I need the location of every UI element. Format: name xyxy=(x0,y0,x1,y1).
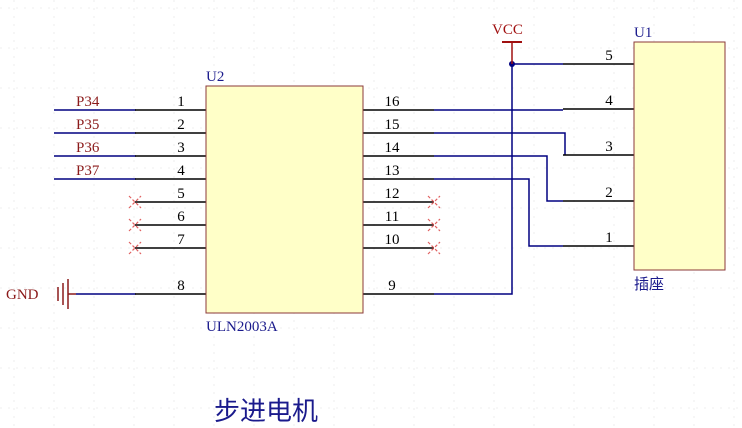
u2-pin-number: 11 xyxy=(385,209,399,225)
wire-ot2 xyxy=(434,132,566,155)
wire-com xyxy=(434,64,513,295)
u2-pin-number: 6 xyxy=(177,209,185,225)
net-label-P36: P36 xyxy=(76,140,100,156)
u1-body xyxy=(633,41,726,271)
u2-pin-number: 3 xyxy=(177,140,185,156)
u2-pin-number: 2 xyxy=(177,117,185,133)
u1-pin-number: 2 xyxy=(605,185,613,201)
no-connect-marker xyxy=(427,218,441,232)
u2-pin-number: 12 xyxy=(385,186,400,202)
u2-pin-number: 14 xyxy=(385,140,401,156)
u2-pin-number: 8 xyxy=(177,278,185,294)
vcc-label: VCC xyxy=(492,22,523,38)
u1-pin-number: 1 xyxy=(605,230,613,246)
u2-designator: U2 xyxy=(206,69,224,85)
wire-ot4 xyxy=(434,178,563,247)
net-label-P34: P34 xyxy=(76,94,100,110)
no-connect-marker xyxy=(427,241,441,255)
no-connect-marker xyxy=(128,195,142,209)
u1-pin-number: 4 xyxy=(605,93,613,109)
gnd-symbol: GND xyxy=(6,279,76,309)
u1-designator: U1 xyxy=(634,25,652,41)
u2-pin-number: 10 xyxy=(385,232,400,248)
u2-body xyxy=(205,85,364,314)
no-connect-marker xyxy=(427,195,441,209)
u1-part-name: 插座 xyxy=(634,275,664,293)
dynamic-layer: 1IN12IN23IN34IN45IN56IN67IN78GND16OT115O… xyxy=(76,48,683,303)
diagram-caption: 步进电机 xyxy=(214,397,318,427)
net-label-P37: P37 xyxy=(76,163,100,179)
gnd-label: GND xyxy=(6,287,39,303)
u2-pin-number: 9 xyxy=(388,278,396,294)
no-connect-marker xyxy=(128,218,142,232)
u2-pin-number: 13 xyxy=(385,163,400,179)
no-connect-marker xyxy=(128,241,142,255)
u2-part-name: ULN2003A xyxy=(206,319,278,335)
u1-pin-number: 5 xyxy=(605,48,613,64)
u2-pin-number: 15 xyxy=(385,117,400,133)
u1-pin-number: 3 xyxy=(605,139,613,155)
u2-pin-number: 7 xyxy=(177,232,185,248)
u2-pin-number: 5 xyxy=(177,186,185,202)
wire-ot3 xyxy=(434,155,563,202)
u2-pin-number: 4 xyxy=(177,163,185,179)
u2-pin-number: 1 xyxy=(177,94,185,110)
vcc-symbol: VCC xyxy=(492,22,523,64)
u2-pin-number: 16 xyxy=(385,94,401,110)
net-label-P35: P35 xyxy=(76,117,99,133)
